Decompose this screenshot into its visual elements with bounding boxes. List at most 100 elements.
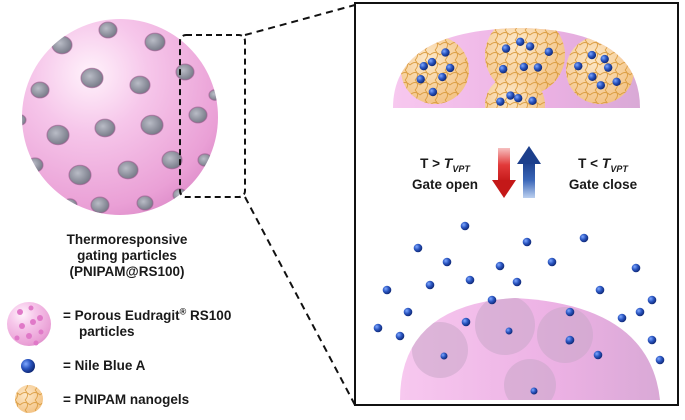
pore bbox=[117, 160, 139, 180]
legend-dye-text: = Nile Blue A bbox=[63, 358, 146, 373]
nile-blue-molecule bbox=[547, 257, 557, 267]
nile-blue-molecule bbox=[506, 91, 515, 100]
pore bbox=[33, 340, 39, 346]
zoom-connector-top bbox=[244, 4, 356, 36]
particle-label-line2: gating particles bbox=[77, 248, 177, 263]
pore bbox=[46, 124, 70, 146]
pore bbox=[22, 114, 27, 126]
gating-particle-sphere bbox=[22, 19, 218, 215]
nile-blue-molecule bbox=[425, 280, 435, 290]
nile-blue-molecule bbox=[403, 307, 413, 317]
pore bbox=[68, 164, 92, 186]
pore bbox=[144, 32, 166, 52]
nile-blue-molecule bbox=[635, 307, 645, 317]
gate-open-tvpt: TVPT bbox=[443, 155, 470, 174]
nile-blue-molecule bbox=[460, 221, 470, 231]
particle-label: Thermoresponsive gating particles (PNIPA… bbox=[52, 232, 202, 280]
pore bbox=[19, 323, 25, 329]
nile-blue-molecule bbox=[461, 317, 471, 327]
gate-close-label: T < TVPT Gate close bbox=[553, 155, 653, 193]
pore bbox=[62, 198, 78, 212]
nanogel-open bbox=[537, 307, 593, 363]
released-nile-blue-molecules bbox=[373, 221, 665, 365]
nile-blue-molecule bbox=[487, 295, 497, 305]
pore bbox=[26, 333, 32, 339]
pore bbox=[208, 89, 218, 101]
gate-close-tvpt: TVPT bbox=[601, 155, 628, 174]
nile-blue-molecule bbox=[574, 61, 583, 71]
nanogel-open bbox=[475, 298, 535, 355]
nile-blue-molecule bbox=[445, 63, 455, 73]
pore bbox=[37, 315, 43, 321]
legend-porous-line1: = Porous Eudragit bbox=[63, 308, 180, 323]
nile-blue-molecule bbox=[442, 257, 452, 267]
nile-blue-molecule bbox=[528, 96, 537, 106]
nile-blue-molecule bbox=[530, 387, 538, 395]
closed-gate-surface bbox=[393, 28, 640, 108]
pore bbox=[136, 195, 154, 211]
nile-blue-molecule bbox=[565, 335, 575, 345]
nile-blue-molecule bbox=[382, 285, 392, 295]
particle-label-line3: (PNIPAM@RS100) bbox=[69, 264, 185, 279]
pore bbox=[51, 35, 73, 55]
nile-blue-molecule bbox=[498, 64, 508, 74]
nile-blue-molecule bbox=[428, 87, 438, 97]
nile-blue-molecule bbox=[612, 77, 621, 87]
nile-blue-molecule bbox=[593, 350, 603, 360]
nile-blue-molecule bbox=[413, 243, 423, 253]
nile-blue-molecule bbox=[495, 261, 505, 271]
pore bbox=[26, 157, 44, 173]
nile-blue-molecule bbox=[596, 81, 606, 90]
nile-blue-molecule bbox=[587, 50, 597, 60]
gate-open-label: T > TVPT Gate open bbox=[400, 155, 490, 193]
nile-blue-molecule bbox=[544, 47, 553, 57]
legend-porous-sup: ® bbox=[179, 306, 187, 317]
nile-blue-molecule bbox=[647, 295, 657, 305]
nile-blue-molecule bbox=[516, 37, 525, 47]
gate-close-condition: T < bbox=[578, 156, 599, 171]
nanogel-closed bbox=[485, 28, 565, 95]
nile-blue-molecule bbox=[512, 277, 522, 287]
gate-close-caption: Gate close bbox=[568, 176, 638, 192]
nanogel-open bbox=[504, 359, 556, 400]
pore bbox=[90, 196, 110, 214]
pore bbox=[30, 81, 50, 99]
nanogel-open bbox=[412, 322, 468, 378]
nile-blue-molecule bbox=[565, 307, 575, 317]
legend-porous-text: = Porous Eudragit® RS100 particles bbox=[63, 306, 232, 340]
nile-blue-molecule bbox=[647, 335, 657, 345]
nile-blue-molecule bbox=[522, 237, 532, 247]
nile-blue-molecule bbox=[513, 94, 523, 103]
nile-blue-molecule bbox=[525, 42, 535, 51]
pore bbox=[30, 319, 36, 325]
porous-particle-legend-icon bbox=[7, 302, 51, 346]
zoom-connector-bottom bbox=[244, 196, 356, 406]
nile-blue-molecule bbox=[373, 323, 383, 333]
nanogel-closed bbox=[485, 75, 545, 108]
nile-blue-molecule bbox=[395, 331, 405, 341]
pore bbox=[38, 329, 44, 335]
cooling-arrow bbox=[517, 146, 541, 198]
nile-blue-molecule bbox=[419, 61, 428, 71]
nile-blue-molecule bbox=[427, 57, 437, 67]
nile-blue-molecule bbox=[600, 54, 609, 64]
legend-porous-suffix: RS100 bbox=[186, 308, 232, 323]
pore bbox=[94, 118, 116, 138]
particle-label-line1: Thermoresponsive bbox=[66, 232, 188, 247]
nile-blue-molecule bbox=[655, 355, 665, 365]
pore bbox=[129, 75, 151, 95]
pore bbox=[188, 106, 208, 124]
nile-blue-molecule bbox=[441, 48, 450, 57]
nile-blue-molecule bbox=[465, 275, 475, 285]
nanogel-legend-icon bbox=[15, 385, 43, 413]
pore bbox=[80, 67, 104, 89]
gate-open-condition: T > bbox=[420, 156, 441, 171]
pore bbox=[28, 305, 34, 311]
pore bbox=[17, 309, 23, 315]
nile-blue-molecule bbox=[416, 75, 425, 84]
nile-blue-molecule bbox=[579, 233, 589, 243]
nile-blue-molecule bbox=[505, 327, 513, 335]
nile-blue-molecule bbox=[438, 72, 447, 82]
nile-blue-molecule bbox=[519, 62, 529, 72]
